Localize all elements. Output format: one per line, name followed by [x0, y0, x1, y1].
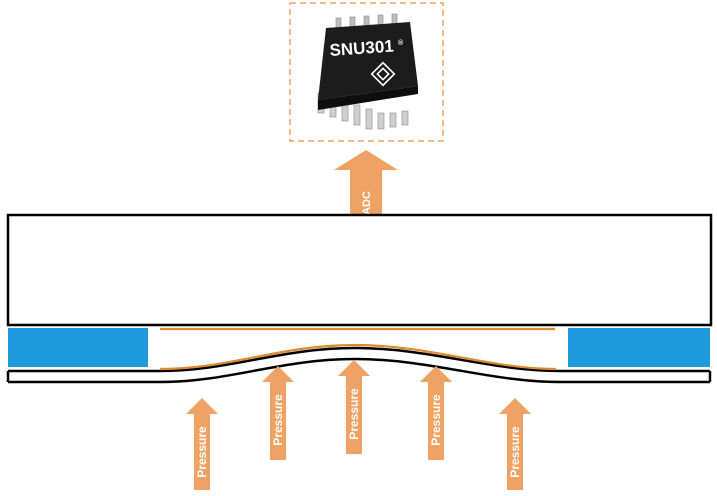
- chip-logo-icon: [370, 61, 396, 87]
- chip-body: [318, 22, 418, 100]
- adc-arrow-label: ADC: [361, 191, 373, 215]
- top-substrate: [6, 213, 713, 327]
- pressure-arrow-2: Pressure: [262, 366, 294, 460]
- pressure-label-1: Pressure: [195, 426, 209, 478]
- snu301-chip: SNU301 ®: [317, 13, 418, 130]
- spacer-left: [8, 328, 148, 367]
- pressure-arrow-1: Pressure: [186, 398, 218, 490]
- pressure-arrow-3: Pressure: [338, 360, 370, 454]
- pressure-arrow-5: Pressure: [499, 398, 531, 490]
- flexible-membrane: [6, 346, 712, 384]
- chip-trademark: ®: [398, 39, 404, 47]
- pressure-label-2: Pressure: [271, 394, 285, 446]
- chip-dashed-frame: [289, 2, 444, 142]
- chip-label: SNU301: [329, 37, 394, 60]
- bottom-electrode: [159, 343, 557, 371]
- pressure-label-5: Pressure: [508, 426, 522, 478]
- pressure-label-4: Pressure: [429, 394, 443, 446]
- pressure-arrow-4: Pressure: [420, 366, 452, 460]
- pressure-label-3: Pressure: [347, 388, 361, 440]
- spacer-right: [568, 328, 710, 367]
